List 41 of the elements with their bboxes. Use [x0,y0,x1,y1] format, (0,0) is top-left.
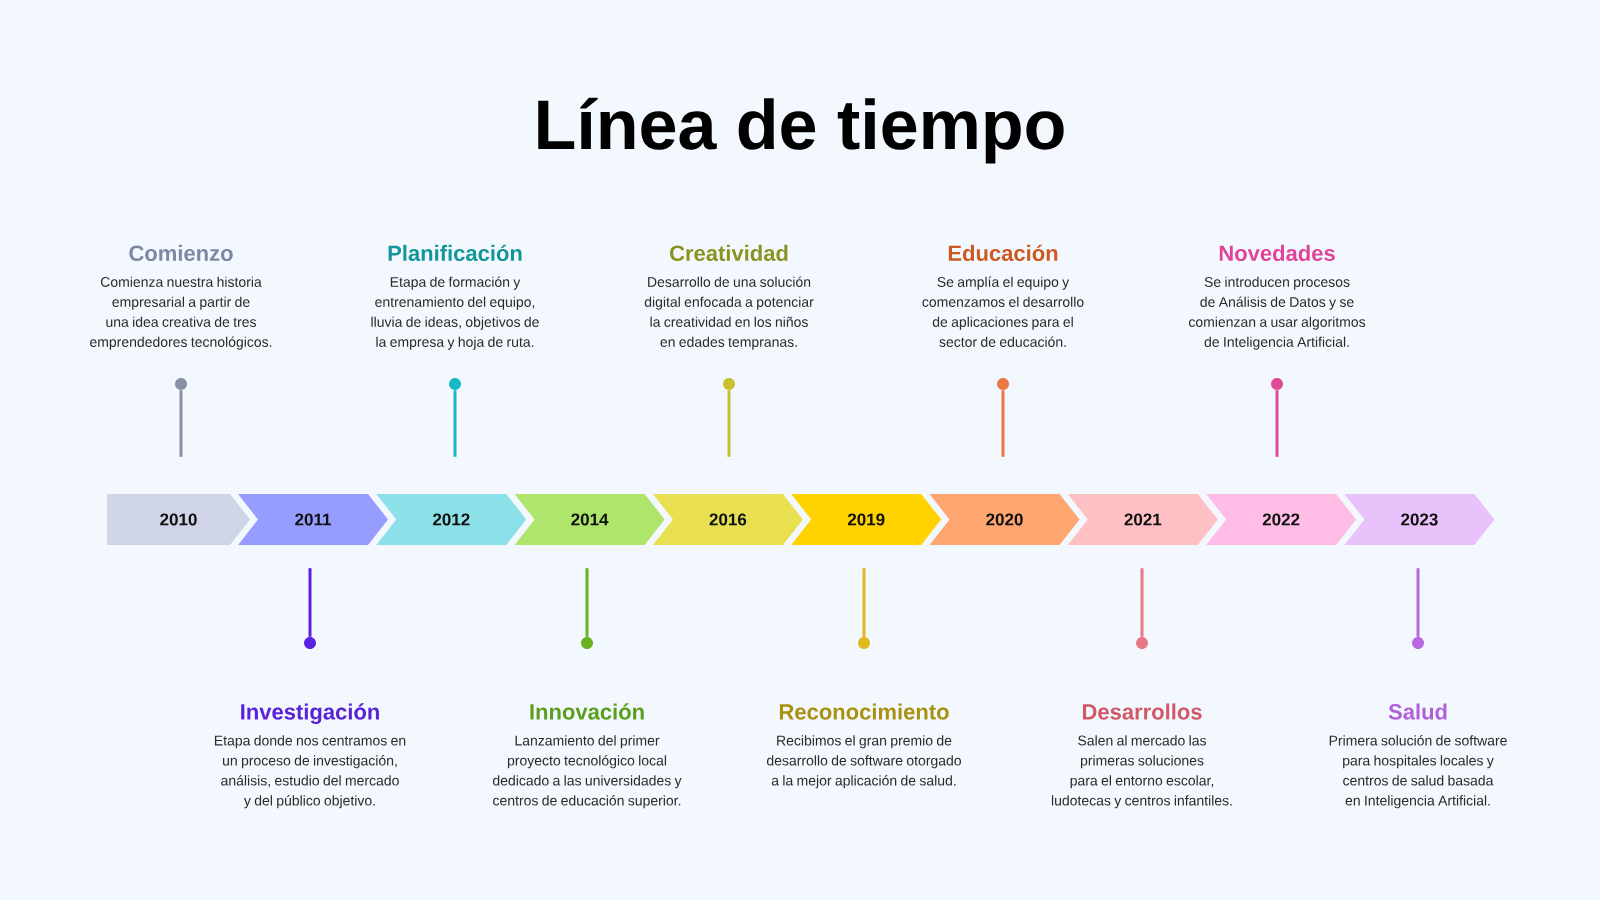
year-segment: 2023 [1344,494,1495,545]
pin-line [308,568,312,637]
pin-line [179,390,183,457]
milestone-description: Lanzamiento del primer proyecto tecnológico local dedicado a las universidades y centros de educación superior. [492,735,682,809]
pin-line [1001,390,1005,457]
pin-line [1140,568,1144,637]
milestone-title: Salud [1388,703,1447,720]
milestone-title: Desarrollos [1082,703,1202,720]
year-segment: 2012 [376,494,527,545]
milestone-title: Innovación [530,703,644,720]
year-segment: 2021 [1067,494,1218,545]
year-segment: 2019 [791,494,942,545]
milestone-description: Se introducen procesos de Análisis de Datos y se comienzan a usar algoritmos de Inteligencia Artificial. [1188,276,1366,350]
year-segment: 2014 [514,494,665,545]
milestone-title: Educación [948,244,1058,261]
milestone-description: Etapa donde nos centramos en un proceso de investigación, análisis, estudio del mercado y del público objetivo. [214,735,406,809]
pin-line [1275,390,1279,457]
year-segment: 2010 [107,494,250,545]
milestone-description: Primera solución de software para hospitales locales y centros de salud basada en Inteligencia Artificial. [1329,735,1507,809]
milestone-description: Etapa de formación y entrenamiento del equipo, lluvia de ideas, objetivos de la empresa y hoja de ruta. [371,276,539,350]
milestone-title: Novedades [1219,244,1335,261]
milestone-title: Planificación [388,244,522,261]
milestone-title: Comienzo [129,244,233,261]
milestone-description: Desarrollo de una solución digital enfocada a potenciar la creatividad en los niños en edades tempranas. [644,276,814,350]
milestone-description: Recibimos el gran premio de desarrollo de software otorgado a la mejor aplicación de salud. [767,735,961,789]
pin-line [862,568,866,637]
pin-line [585,568,589,637]
milestone-title: Reconocimiento [779,703,949,720]
title: Línea de tiempo [538,97,1064,164]
pin-line [727,390,731,457]
milestone-title: Creatividad [670,244,788,261]
year-segment: 2016 [652,494,803,545]
pin-line [1416,568,1420,637]
year-segment: 2020 [929,494,1080,545]
milestone-description: Salen al mercado las primeras soluciones para el entorno escolar, ludotecas y centros infantiles. [1051,735,1232,809]
year-segment: 2011 [238,494,388,545]
milestone-description: Se amplía el equipo y comenzamos el desarrollo de aplicaciones para el sector de educación. [922,276,1084,347]
milestone-description: Comienza nuestra historia empresarial a partir de una idea creativa de tres emprendedores tecnológicos. [90,276,272,350]
year-segment: 2022 [1206,494,1357,545]
pin-line [453,390,457,457]
milestone-title: Investigación [241,703,379,725]
